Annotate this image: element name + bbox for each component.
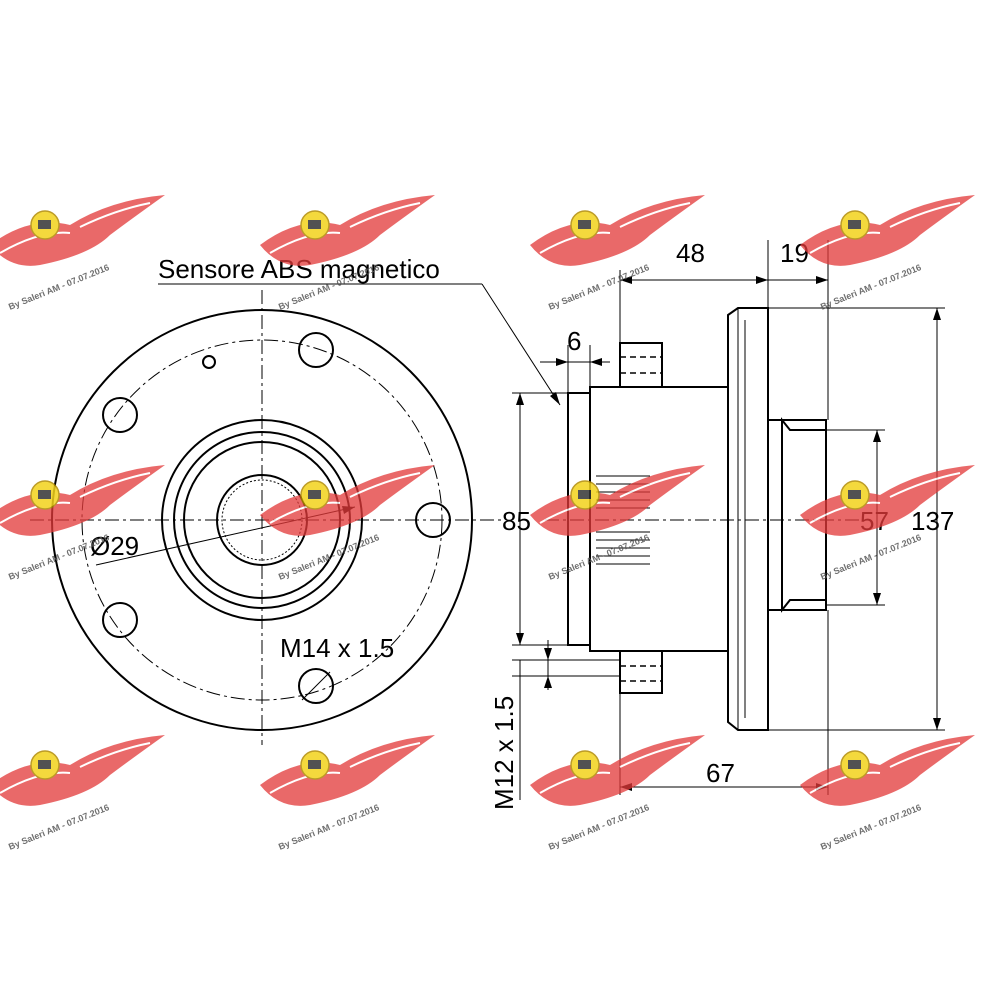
bore-diameter-label: Ø29 [90, 531, 139, 561]
wheel-flange [727, 307, 769, 731]
wheel-bolt-label: M14 x 1.5 [280, 633, 394, 663]
pilot-chamfer [781, 417, 827, 613]
dim-6-label: 6 [567, 326, 581, 356]
abs-sensor-leader [481, 283, 561, 406]
dim-48-label: 48 [676, 238, 705, 268]
watermark-text: By Saleri AM - 07.07.2016 [277, 802, 381, 852]
watermark-logo [799, 734, 976, 807]
bolt-hole-bottom [298, 668, 334, 704]
dim-67-label: 67 [706, 758, 735, 788]
watermark-text: By Saleri AM - 07.07.2016 [7, 262, 111, 312]
watermark-logo [259, 464, 436, 537]
watermark-text: By Saleri AM - 07.07.2016 [819, 532, 923, 582]
watermark-text: By Saleri AM - 07.07.2016 [547, 262, 651, 312]
watermark-text: By Saleri AM - 07.07.2016 [819, 262, 923, 312]
upper-mount-boss [619, 342, 663, 388]
dim-137-label: 137 [911, 506, 954, 536]
watermark: By Saleri AM - 07.07.2016 By Saleri AM -… [0, 194, 976, 852]
watermark-logo [259, 734, 436, 807]
bolt-hole-right [415, 502, 451, 538]
bolt-hole-upper-left [102, 397, 138, 433]
bolt-callout-leader [301, 671, 331, 701]
watermark-text: By Saleri AM - 07.07.2016 [547, 802, 651, 852]
watermark-logo [0, 734, 166, 807]
abs-sensor-arrow [550, 392, 560, 405]
dim-85-label: 85 [502, 506, 531, 536]
hub-ring-outer [161, 419, 363, 621]
watermark-text: By Saleri AM - 07.07.2016 [7, 802, 111, 852]
watermark-logo [529, 734, 706, 807]
lower-mount-boss [619, 650, 663, 694]
locating-pin-hole [202, 355, 216, 369]
watermark-text: By Saleri AM - 07.07.2016 [277, 532, 381, 582]
watermark-text: By Saleri AM - 07.07.2016 [819, 802, 923, 852]
bolt-hole-top [298, 332, 334, 368]
stud-thread-label: M12 x 1.5 [489, 696, 519, 810]
bolt-circle [81, 339, 443, 701]
bolt-hole-lower-left [102, 602, 138, 638]
watermark-logo [0, 194, 166, 267]
watermark-logo [799, 194, 976, 267]
